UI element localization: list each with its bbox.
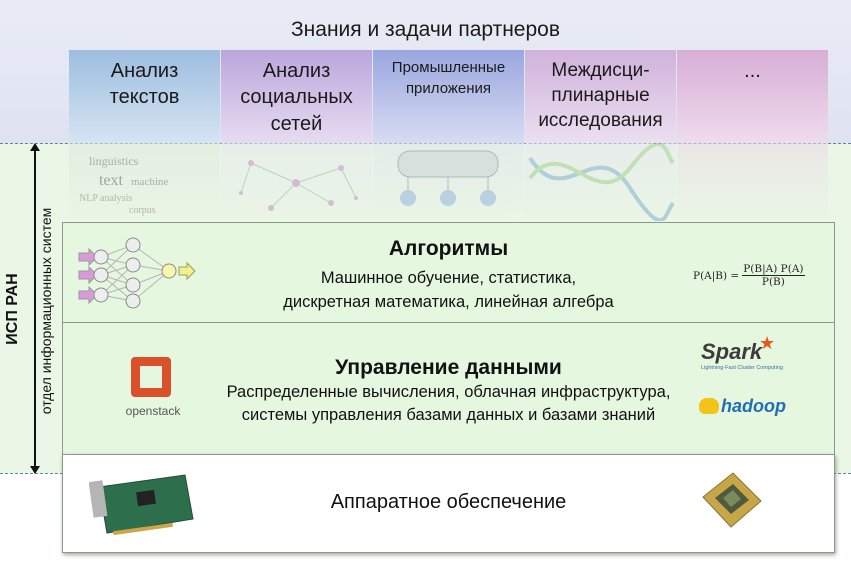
side-arrow [34,147,36,469]
svg-text:linguistics: linguistics [89,154,139,168]
svg-text:text: text [99,172,124,189]
algorithms-title: Алгоритмы [388,237,509,260]
svg-text:NLP analysis: NLP analysis [79,193,132,204]
algorithms-box: Алгоритмы Машинное обучение, статистика,… [62,222,835,323]
data-management-line-2: системы управления базами данных и базам… [241,406,656,424]
openstack-logo: openstack [119,357,185,427]
org-label: ИСП РАН [4,273,21,345]
side-arrow-head-down [30,466,40,474]
algorithms-line-1: Машинное обучение, статистика, [320,269,577,287]
data-management-title: Управление данными [335,356,562,379]
hardware-box: Аппаратное обеспечение [62,454,835,553]
column-label: ... [744,60,761,82]
word-cloud-image: linguistics text machine NLP analysis co… [69,143,220,221]
neural-network-icon [78,237,196,309]
spark-logo: Spark ★ Lightning-Fast Cluster Computing [701,333,783,371]
column-more: ... [677,50,828,143]
bayes-formula: P(A|B) = P(B|A) P(A) P(B) [693,263,805,288]
algorithms-line-2: дискретная математика, линейная алгебра [283,293,614,311]
industrial-pipeline-image [373,143,524,221]
cpu-chip-image [702,472,762,528]
partners-title: Знания и задачи партнеров [290,18,561,41]
side-arrow-head-up [30,143,40,151]
data-management-line-1: Распределенные вычисления, облачная инфр… [226,383,671,401]
hardware-title: Аппаратное обеспечение [330,491,567,513]
svg-text:corpus: corpus [129,205,156,216]
department-label: отдел информационных систем [38,207,54,415]
empty-column-image [677,143,828,221]
svg-text:machine: machine [131,176,168,188]
data-management-box: openstack Управление данными Распределен… [62,322,835,455]
dna-helix-image [525,141,676,223]
hadoop-logo: hadoop [699,393,799,419]
network-card-image [89,474,194,536]
social-network-graph-image [221,143,372,221]
